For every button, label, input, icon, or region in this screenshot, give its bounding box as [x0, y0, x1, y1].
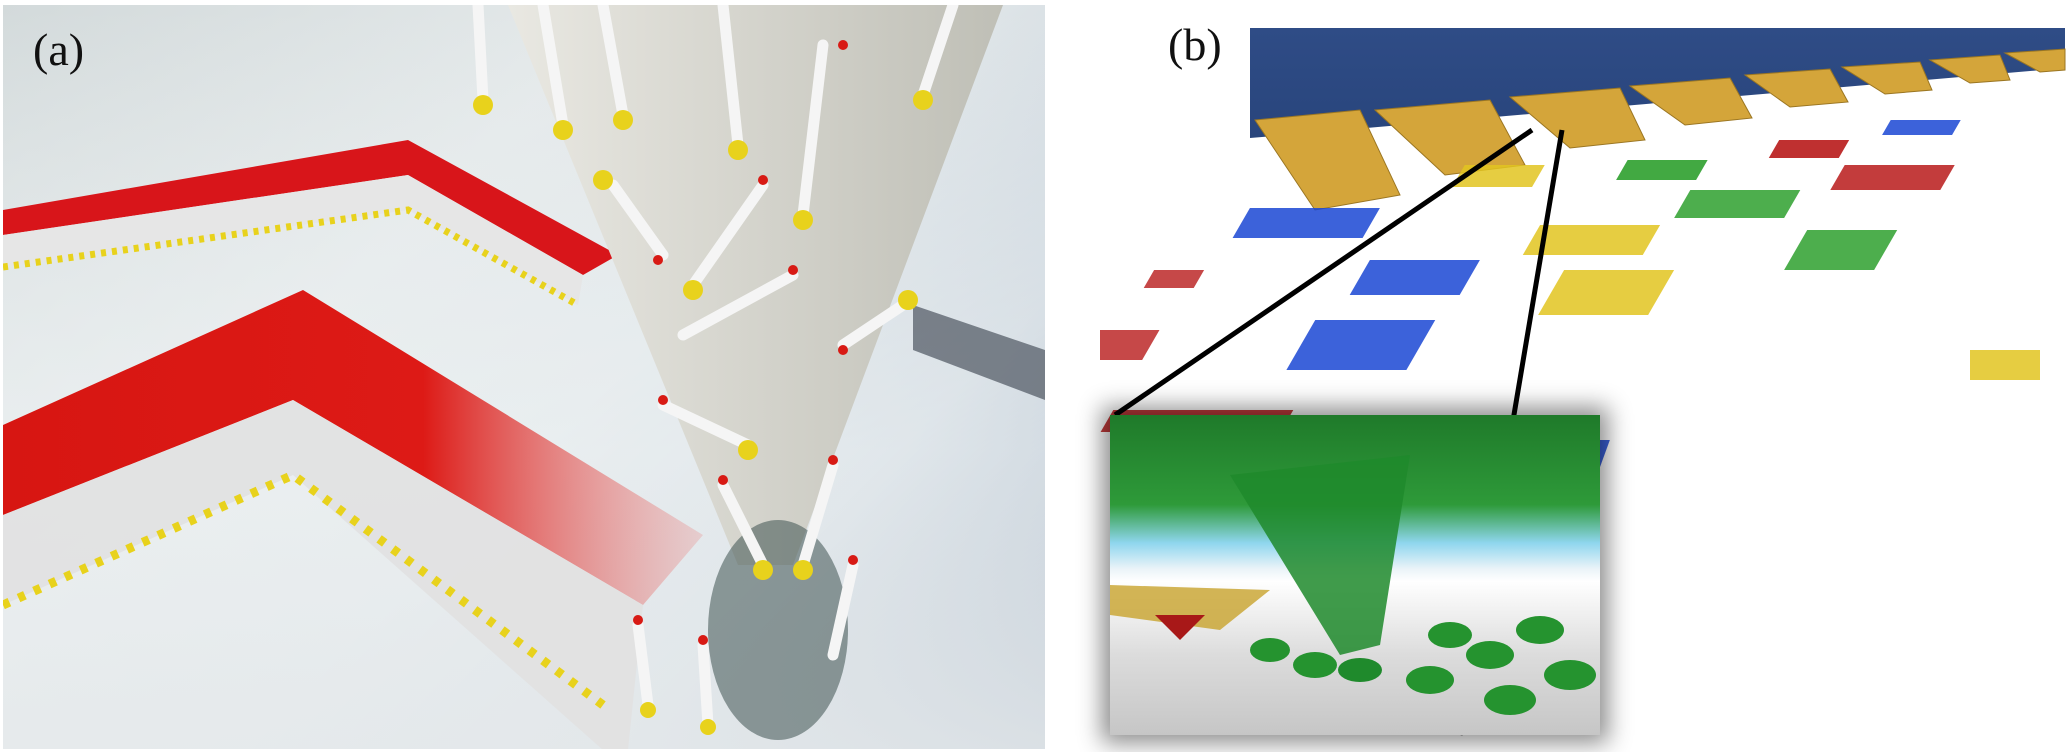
- panel-b-array: [1100, 48, 2066, 736]
- panel-a-label: (a): [33, 24, 85, 75]
- panel-a-illustration: (a): [3, 5, 1045, 749]
- panel-b-label: (b): [1168, 19, 1222, 70]
- panel-b-illustration: (b): [1100, 0, 2070, 752]
- panel-a-molecules: [3, 5, 1045, 749]
- panel-b-inset-tip-closeup: [1110, 415, 1600, 735]
- inset-ink-meniscus: [1110, 455, 1596, 715]
